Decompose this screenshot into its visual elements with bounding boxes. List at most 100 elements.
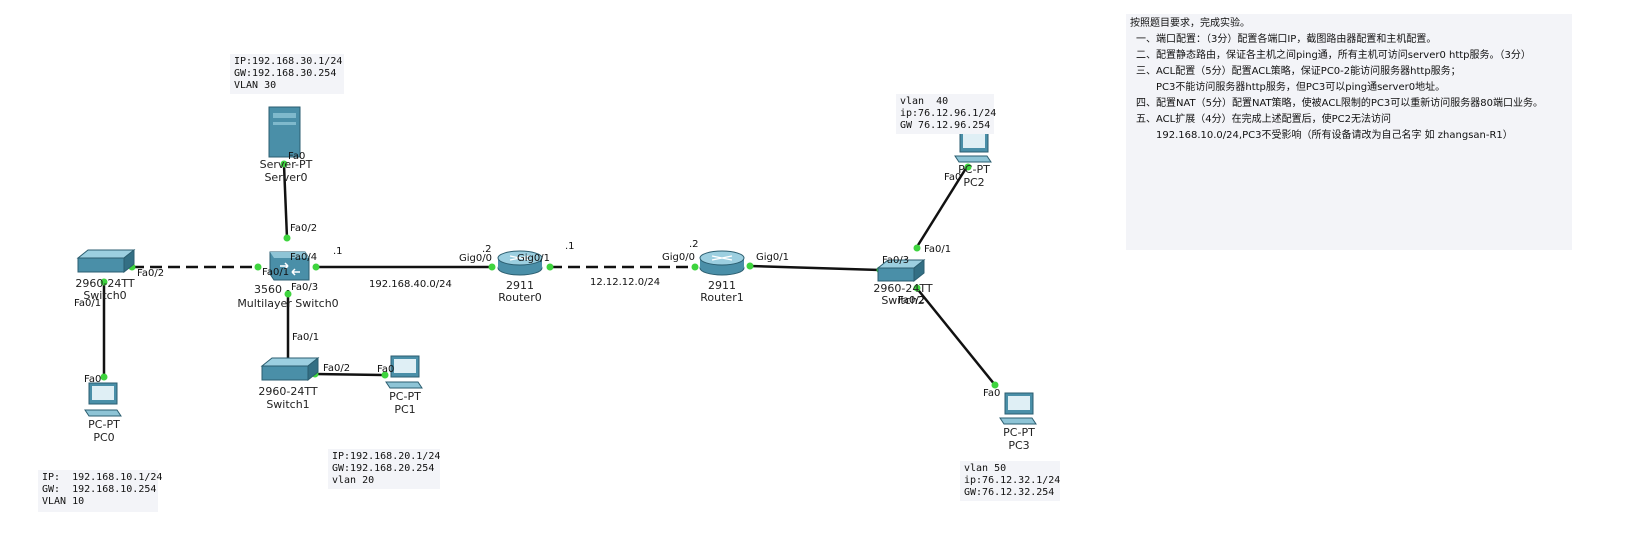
link-server0-mls[interactable]	[282, 164, 289, 239]
mls-model: 3560	[254, 283, 282, 296]
port-dot	[100, 278, 108, 286]
switch0-device[interactable]: 2960-24TT Switch0	[75, 248, 136, 302]
arrows-icon	[280, 262, 300, 276]
pc-keyboard	[999, 417, 1037, 425]
pc2-device[interactable]: PC-PT PC2	[954, 130, 992, 189]
router0-device[interactable]: 2911 Router0	[497, 250, 543, 304]
links	[102, 164, 996, 386]
pc-keyboard	[385, 381, 423, 389]
port-dot	[488, 263, 496, 271]
port-label: Fa0	[983, 388, 1000, 399]
switch1-name: Switch1	[266, 398, 309, 411]
link-router1-switch2[interactable]	[749, 264, 881, 272]
port-dot	[913, 284, 921, 292]
link-switch2-pc2[interactable]	[913, 164, 970, 251]
pc1-model: PC-PT	[389, 390, 421, 403]
pc3-name: PC3	[1008, 439, 1029, 452]
port-label: Fa0/2	[137, 268, 164, 279]
switch1-device[interactable]: 2960-24TT Switch1	[258, 356, 320, 411]
server0-model: Server-PT	[260, 158, 313, 171]
server-panel	[273, 122, 296, 125]
port-dot	[913, 244, 921, 252]
pc1-address-note[interactable]: IP:192.168.20.1/24 GW:192.168.20.254 vla…	[328, 449, 440, 489]
pc-screen	[963, 134, 985, 148]
router0-model: 2911	[506, 279, 534, 292]
port-label: Fa0/2	[323, 363, 350, 374]
arrows-icon	[711, 255, 733, 261]
pc0-device[interactable]: PC-PT PC0	[84, 382, 122, 444]
pc-screen	[1008, 396, 1030, 410]
pc-screen	[92, 386, 114, 400]
port-label: Fa0	[944, 172, 961, 183]
pc2-model: PC-PT	[958, 163, 990, 176]
router1-model: 2911	[708, 279, 736, 292]
switch-icon-side	[123, 248, 135, 274]
multilayer-switch0-device[interactable]: 3560 Multilayer Switch0	[237, 251, 339, 310]
port-label: Gig0/0	[662, 252, 695, 263]
link-switch2-pc3[interactable]	[914, 285, 996, 386]
switch-icon-body	[77, 257, 125, 273]
host-address-label: .1	[565, 241, 575, 252]
host-address-label: .1	[333, 246, 343, 257]
server0-device[interactable]: Server-PT Server0	[260, 106, 313, 184]
switch2-model: 2960-24TT	[873, 282, 932, 295]
mls-name: Multilayer Switch0	[237, 297, 338, 310]
port-dot	[283, 234, 291, 242]
port-label: Fa0/1	[74, 298, 101, 309]
task-instructions-panel[interactable]: 按照题目要求，完成实验。 一、端口配置：（3分）配置各端口IP，截图路由器配置和…	[1126, 14, 1572, 250]
pc0-address-note[interactable]: IP: 192.168.10.1/24 GW: 192.168.10.254 V…	[38, 470, 162, 512]
pc0-model: PC-PT	[88, 418, 120, 431]
port-dot	[746, 262, 754, 270]
switch-icon-body	[261, 365, 309, 381]
multilayer-switch-top	[270, 252, 309, 258]
pc3-address-note[interactable]: vlan 50 ip:76.12.32.1/24 GW:76.12.32.254	[960, 461, 1060, 501]
port-dot	[312, 263, 320, 271]
pc1-device[interactable]: PC-PT PC1	[385, 355, 423, 416]
pc3-device[interactable]: PC-PT PC3	[999, 392, 1037, 452]
pc0-name: PC0	[93, 431, 114, 444]
network-label: 192.168.40.0/24	[369, 279, 452, 290]
port-label: Gig0/1	[756, 252, 789, 263]
router1-name: Router1	[700, 291, 743, 304]
task-line: 二、配置静态路由，保证各主机之间ping通，所有主机可访问server0 htt…	[1136, 50, 1531, 61]
host-address-label: .2	[482, 244, 492, 255]
port-labels: Fa0 Fa0/2 Fa0/4 Fa0/1 Fa0/3 Fa0/2 Fa0/1 …	[74, 151, 1000, 399]
arrows-icon	[509, 255, 531, 261]
pc-keyboard	[84, 409, 122, 417]
port-label: Gig0/0	[459, 253, 492, 264]
pc-screen	[394, 359, 416, 373]
task-line: 三、ACL配置（5分）配置ACL策略，保证PC0-2能访问服务器http服务；	[1136, 66, 1461, 77]
port-dot	[546, 263, 554, 271]
port-label: Fa0/3	[882, 255, 909, 266]
port-dot	[691, 263, 699, 271]
server0-address-note[interactable]: IP:192.168.30.1/24 GW:192.168.30.254 VLA…	[230, 54, 344, 94]
switch-icon-side	[307, 356, 319, 382]
router0-name: Router0	[498, 291, 541, 304]
port-label: Fa0/2	[290, 223, 317, 234]
network-labels: 192.168.40.0/24 12.12.12.0/24 .1 .2 .1 .…	[333, 239, 699, 290]
port-label: Fa0	[288, 151, 305, 162]
switch0-model: 2960-24TT	[75, 277, 134, 290]
port-indicators	[100, 160, 999, 389]
port-label: Fa0/1	[924, 244, 951, 255]
port-label: Fa0	[84, 374, 101, 385]
pc2-address-note[interactable]: vlan 40 ip:76.12.96.1/24 GW 76.12.96.254	[896, 94, 996, 134]
port-dot	[280, 160, 288, 168]
port-label: Fa0/3	[291, 282, 318, 293]
router1-device[interactable]: 2911 Router1	[699, 250, 745, 304]
switch1-model: 2960-24TT	[258, 385, 317, 398]
network-label: 12.12.12.0/24	[590, 277, 660, 288]
port-dot	[381, 371, 389, 379]
switch2-device[interactable]: 2960-24TT Switch2	[873, 258, 933, 307]
port-label: Fa0	[377, 364, 394, 375]
switch-icon-body	[877, 267, 915, 282]
link-switch1-pc1[interactable]	[314, 372, 386, 377]
port-dot	[254, 263, 262, 271]
switch2-name: Switch2	[881, 294, 924, 307]
task-line: 按照题目要求，完成实验。	[1130, 18, 1250, 29]
port-dot	[100, 373, 108, 381]
task-line: 一、端口配置：（3分）配置各端口IP，截图路由器配置和主机配置。	[1136, 34, 1437, 45]
port-label: Fa0/1	[292, 332, 319, 343]
port-label: Fa0/2	[898, 295, 925, 306]
port-dot	[284, 290, 292, 298]
